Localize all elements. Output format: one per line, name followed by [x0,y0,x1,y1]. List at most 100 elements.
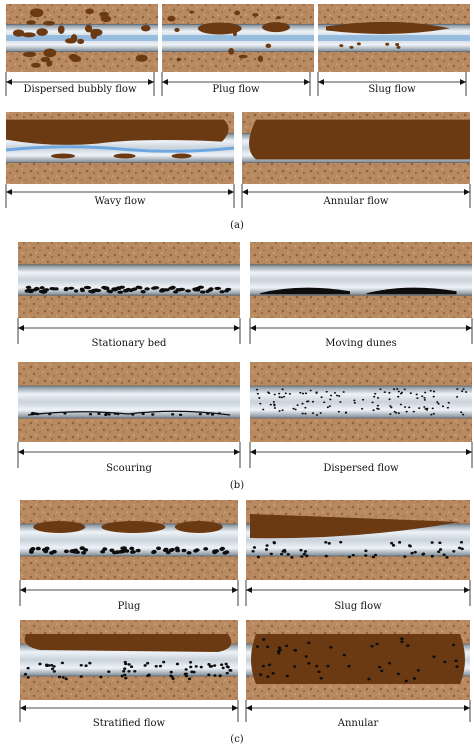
panel-three-phase-stratified [19,620,239,722]
particle [151,413,155,416]
particle [64,677,68,681]
particle [326,664,330,668]
particle [375,642,379,646]
particle [273,404,276,407]
particle [165,550,171,555]
particle [189,665,193,669]
particle [342,653,346,657]
particle [267,391,270,394]
particle [194,665,198,668]
particle [300,555,304,558]
particle [319,412,322,414]
panel-label-annular: Annular [337,718,379,729]
particle [364,549,368,553]
particle [416,669,420,672]
particle [432,390,436,393]
panel-label-scouring: Scouring [106,463,152,474]
particle [319,676,323,680]
particle [217,412,222,415]
particle [400,640,404,643]
particle [404,679,408,683]
particle [266,675,270,679]
particle [169,670,173,674]
particle [337,410,340,413]
particle [104,413,108,417]
particle [61,676,65,679]
caption-b: (b) [230,480,244,491]
bubble [42,20,55,26]
particle [45,664,49,667]
bubble [90,30,98,40]
particle [26,666,30,670]
particle [210,413,215,416]
particle [117,286,122,291]
particle [307,641,311,645]
particle [329,398,332,401]
bubble [232,30,237,37]
particle [465,391,468,393]
particle [79,546,85,550]
dimension-arrow [19,580,239,606]
particle [68,286,75,290]
panel-label-annular-flow: Annular flow [323,196,389,207]
particle [178,413,183,417]
particle [373,553,378,557]
particle [309,389,312,392]
particle [342,391,345,393]
particle [207,663,211,666]
particle [151,550,157,555]
gas-plug [33,521,86,533]
particle [432,655,436,658]
particle [208,665,212,668]
particle [412,677,417,680]
droplet [171,153,192,159]
particle [127,669,131,673]
particle [225,671,229,675]
particle [26,676,30,679]
particle [207,673,211,677]
particle [177,288,182,292]
particle [48,412,52,416]
particle [262,408,265,411]
particle [224,289,230,293]
particle [88,661,92,665]
particle [371,555,375,559]
particle [259,673,263,676]
bubble [40,56,51,63]
particle [285,674,289,678]
particle [393,410,396,413]
particle [415,393,418,396]
particle [154,664,158,668]
particle [272,400,275,403]
particle [301,392,305,395]
particle [156,546,162,551]
particle [125,287,132,292]
particle [25,285,32,290]
panel-three-phase-slug [245,500,471,606]
particle [324,540,328,544]
particle [394,411,398,414]
particle [141,412,145,416]
particle [256,555,261,559]
particle [425,408,429,411]
particle [367,677,371,681]
particle [456,388,459,390]
bubble [29,8,44,18]
bubble [238,54,248,59]
caption-c: (c) [230,734,244,745]
particle [311,400,315,403]
particle [423,398,426,401]
particle [330,394,333,397]
bubble [31,62,41,68]
particle [299,548,303,552]
particle [121,547,127,552]
particle [410,551,414,555]
particle [421,395,424,398]
particle [79,287,85,291]
particle [84,664,88,667]
particle [35,546,41,551]
particle [129,546,135,551]
particle [399,403,403,406]
particle [29,548,35,552]
bubble [57,25,65,34]
